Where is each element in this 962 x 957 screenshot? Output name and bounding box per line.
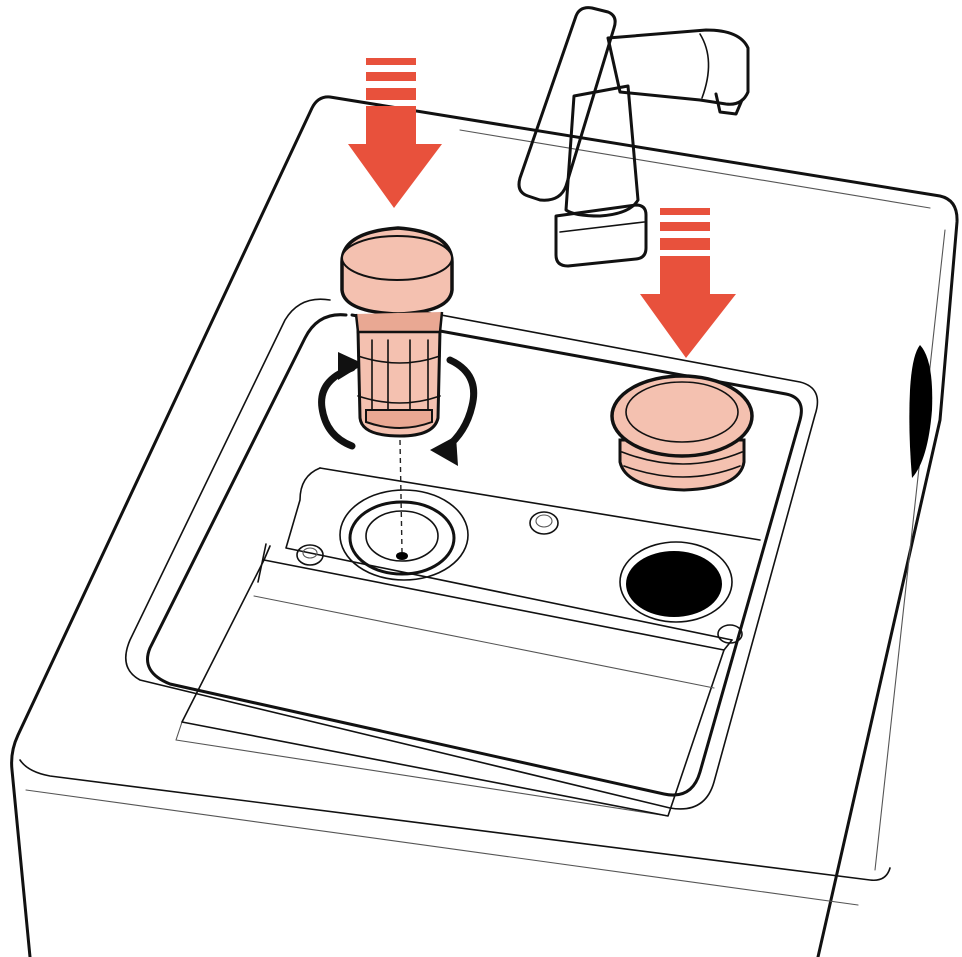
left-arrow-stripe-1	[366, 58, 416, 65]
rotate-arc-left	[322, 368, 352, 446]
hole-opening	[626, 551, 722, 617]
rotate-arc-right	[446, 360, 474, 448]
faucet-lever	[519, 8, 615, 201]
faucet-spout-ring	[700, 34, 709, 98]
plug-cap-inner	[626, 382, 738, 442]
filter-cap-top	[342, 236, 452, 280]
filter-cartridge	[342, 228, 452, 436]
left-arrow-head	[348, 106, 442, 208]
faucet-spout	[608, 30, 748, 104]
open-drain-hole	[620, 542, 732, 622]
down-arrow-icon	[640, 208, 736, 358]
cabinet-front-edge	[20, 760, 890, 880]
alignment-axis-line	[400, 440, 402, 552]
down-arrow-icon	[348, 58, 442, 208]
tray-lid-side	[258, 544, 266, 582]
right-arrow-stripe-2	[660, 222, 710, 231]
faucet-base	[556, 205, 646, 266]
rotate-arrowhead-right	[430, 436, 458, 466]
screw-head-inner	[536, 515, 552, 527]
drain-plug	[612, 376, 752, 490]
left-arrow-stripe-3	[366, 88, 416, 100]
right-arrow-stripe-3	[660, 238, 710, 250]
faucet	[519, 8, 748, 266]
left-arrow-stripe-2	[366, 72, 416, 81]
right-arrow-stripe-1	[660, 208, 710, 215]
socket-center-hole	[396, 552, 408, 560]
side-handle-slot	[909, 345, 932, 478]
filter-drain-socket	[340, 440, 468, 580]
sink-cabinet	[12, 97, 957, 957]
right-arrow-head	[640, 256, 736, 358]
filter-bottom-ring	[366, 410, 432, 428]
faucet-base-line	[560, 222, 644, 232]
cabinet-outline	[12, 97, 957, 957]
filter-neck	[356, 312, 442, 332]
cabinet-front-inner-edge	[26, 790, 858, 905]
cabinet-right-edge	[875, 230, 945, 870]
